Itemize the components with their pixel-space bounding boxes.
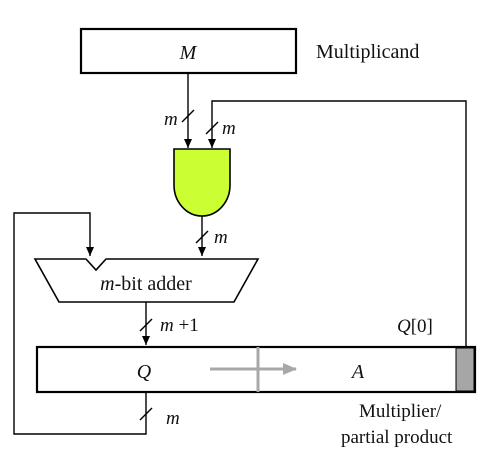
- width-label-feedback-bottom: m: [166, 408, 180, 429]
- multiplicand-box: [79, 27, 298, 75]
- q0-label-index: [0]: [411, 316, 433, 337]
- bus-slash-feedback-bottom: [139, 407, 153, 421]
- bus-slash-m-to-gate: [181, 109, 195, 123]
- adder-label-rest: -bit adder: [115, 273, 193, 295]
- combined-register: Q A: [35, 345, 477, 394]
- bus-slash-q0-feedback: [205, 121, 219, 135]
- width-label-q0-feedback: m: [222, 118, 236, 139]
- adder-out-var: m: [160, 315, 174, 336]
- multiplicand-register: M: [79, 27, 298, 75]
- m-bit-adder: m-bit adder: [33, 258, 260, 303]
- bus-slash-gate-to-adder: [195, 230, 209, 244]
- lsb-cell: [455, 347, 475, 392]
- multiplicand-symbol: M: [179, 42, 198, 64]
- width-label-adder-out: m +1: [160, 315, 199, 336]
- combined-register-label-line1: Multiplier/: [359, 401, 442, 422]
- width-label-gate-to-adder: m: [214, 227, 228, 248]
- adder-label: m-bit adder: [100, 273, 192, 295]
- register-symbol-a: A: [350, 361, 365, 383]
- wire-register-to-adder: [13, 212, 147, 435]
- shift-right-arrow-icon: [210, 347, 297, 392]
- adder-label-var: m: [100, 273, 114, 295]
- q0-label-var: Q: [397, 316, 411, 337]
- register-symbol-q: Q: [137, 361, 152, 383]
- wire-q0-feedback: [208, 100, 467, 347]
- q0-label: Q[0]: [397, 316, 433, 337]
- and-gate-icon: [173, 148, 231, 217]
- adder-out-suffix: +1: [174, 315, 199, 336]
- adder-shape: [33, 258, 260, 303]
- bus-slash-adder-out: [139, 318, 153, 332]
- combined-register-label-line2: partial product: [341, 427, 453, 448]
- width-label-m-to-gate: m: [164, 109, 178, 130]
- multiplicand-label: Multiplicand: [316, 41, 419, 63]
